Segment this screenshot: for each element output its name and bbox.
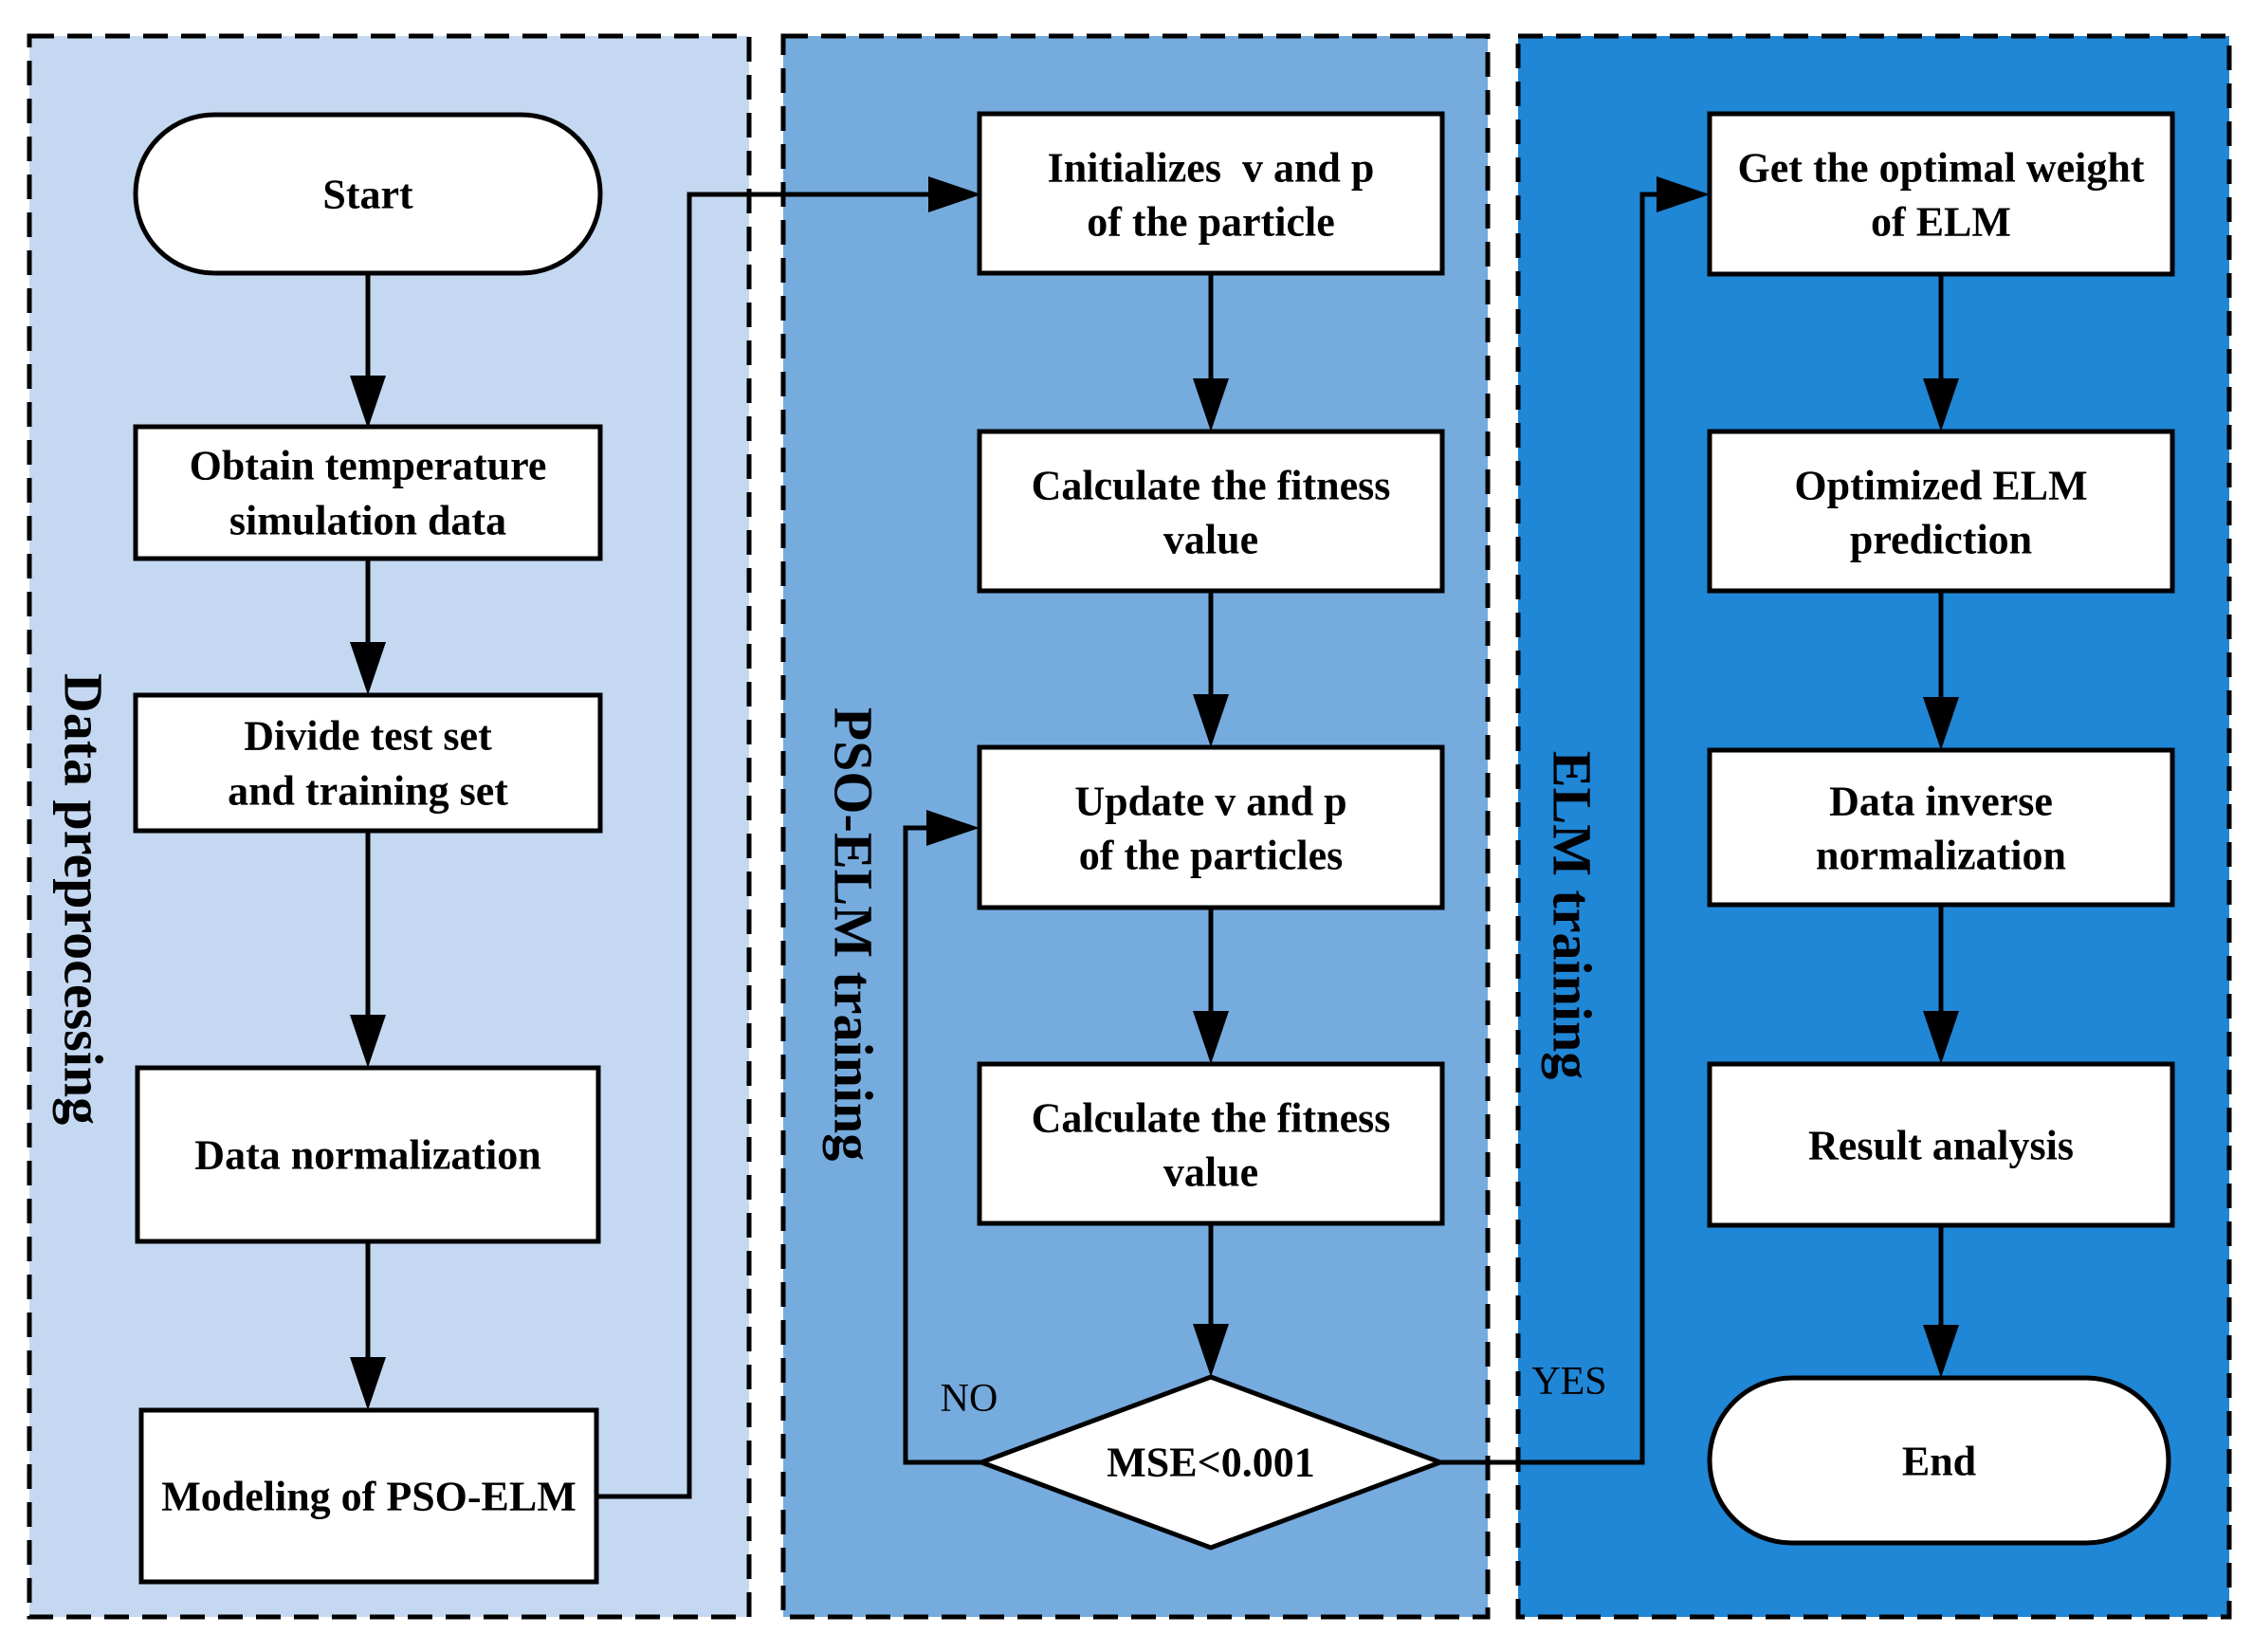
arrow-fitness2-to-decision	[1193, 1223, 1229, 1377]
panel-label-elm-training: ELM training	[1542, 751, 1603, 1079]
arrowhead-down-icon	[350, 1357, 386, 1410]
node-divide-test-set: Divide test set and training set	[133, 692, 603, 834]
arrowhead-down-icon	[1193, 1011, 1229, 1064]
svg-text:Divide test set: Divide test set	[244, 713, 492, 760]
svg-text:Data inverse: Data inverse	[1829, 779, 2053, 825]
arrow-result-to-end	[1923, 1225, 1959, 1378]
svg-text:Result analysis: Result analysis	[1808, 1123, 2074, 1169]
arrowhead-down-icon	[1193, 694, 1229, 747]
node-modeling-pso-elm: Modeling of PSO-ELM	[138, 1407, 599, 1585]
arrowhead-down-icon	[1923, 378, 1959, 431]
node-start: Start	[133, 112, 603, 276]
arrow-weight-to-prediction	[1923, 274, 1959, 431]
svg-text:of ELM: of ELM	[1871, 199, 2011, 246]
node-get-optimal-weight: Get the optimal weight of ELM	[1707, 111, 2175, 277]
svg-text:Obtain temperature: Obtain temperature	[190, 443, 547, 489]
svg-text:prediction: prediction	[1850, 517, 2032, 563]
arrow-start-to-obtain	[350, 273, 386, 429]
connector-yes-path	[1440, 176, 1710, 1465]
edge-label-no: NO	[941, 1377, 998, 1421]
svg-text:Data normalization: Data normalization	[194, 1132, 540, 1179]
node-obtain-temperature: Obtain temperature simulation data	[133, 424, 603, 561]
node-optimized-elm-prediction: Optimized ELM prediction	[1707, 429, 2175, 594]
svg-text:Modeling of PSO-ELM: Modeling of PSO-ELM	[161, 1474, 577, 1520]
svg-text:normalization: normalization	[1816, 833, 2066, 879]
arrowhead-right-icon	[926, 810, 980, 846]
svg-text:Initializes v and p: Initializes v and p	[1048, 145, 1375, 192]
arrowhead-down-icon	[350, 376, 386, 429]
svg-text:Optimized ELM: Optimized ELM	[1794, 463, 2087, 509]
arrow-initializes-to-fitness1	[1193, 273, 1229, 431]
arrowhead-down-icon	[1923, 697, 1959, 750]
arrow-prediction-to-inverse	[1923, 591, 1959, 750]
node-result-analysis: Result analysis	[1707, 1061, 2175, 1228]
panel-label-data-preprocessing: Data preprocessing	[53, 673, 115, 1125]
arrow-divide-to-normalization	[350, 831, 386, 1068]
arrowhead-down-icon	[350, 1015, 386, 1068]
arrowhead-down-icon	[1923, 1325, 1959, 1378]
svg-text:value: value	[1163, 517, 1258, 563]
arrow-obtain-to-divide	[350, 559, 386, 695]
connector-no-loop	[903, 810, 981, 1465]
arrowhead-right-icon	[928, 176, 981, 212]
svg-text:Update v and p: Update v and p	[1074, 779, 1346, 825]
panel-label-pso-elm-training: PSO-ELM training	[823, 707, 885, 1162]
node-calculate-fitness-1: Calculate the fitness value	[977, 429, 1445, 594]
node-end: End	[1707, 1375, 2171, 1546]
connector-modeling-to-initializes	[596, 176, 981, 1499]
svg-text:and training set: and training set	[228, 768, 508, 815]
svg-text:Calculate the fitness: Calculate the fitness	[1032, 463, 1391, 509]
svg-text:simulation data: simulation data	[229, 498, 506, 544]
node-data-normalization: Data normalization	[135, 1065, 601, 1244]
arrowhead-down-icon	[350, 642, 386, 695]
svg-text:Calculate the fitness: Calculate the fitness	[1032, 1095, 1391, 1142]
arrow-inverse-to-result	[1923, 905, 1959, 1064]
arrowhead-down-icon	[1923, 1011, 1959, 1064]
node-update-v-p: Update v and p of the particles	[977, 744, 1445, 910]
arrowhead-right-icon	[1657, 176, 1710, 212]
svg-text:MSE<0.001: MSE<0.001	[1107, 1440, 1314, 1486]
node-calculate-fitness-2: Calculate the fitness value	[977, 1061, 1445, 1226]
node-initialize-v-p: Initializes v and p of the particle	[977, 111, 1445, 276]
svg-text:Get the optimal weight: Get the optimal weight	[1738, 145, 2145, 192]
arrowhead-down-icon	[1193, 378, 1229, 431]
svg-text:value: value	[1163, 1149, 1258, 1196]
arrow-normalization-to-modeling	[350, 1241, 386, 1410]
svg-text:Start: Start	[322, 172, 413, 218]
decision-mse: MSE<0.001	[974, 1374, 1448, 1551]
svg-text:of the particles: of the particles	[1079, 833, 1344, 879]
svg-text:End: End	[1902, 1439, 1976, 1485]
edge-label-yes: YES	[1531, 1360, 1606, 1404]
svg-text:of the particle: of the particle	[1087, 199, 1334, 246]
arrow-update-to-fitness2	[1193, 908, 1229, 1064]
arrow-fitness1-to-update	[1193, 591, 1229, 747]
node-data-inverse-normalization: Data inverse normalization	[1707, 747, 2175, 908]
arrowhead-down-icon	[1193, 1324, 1229, 1377]
